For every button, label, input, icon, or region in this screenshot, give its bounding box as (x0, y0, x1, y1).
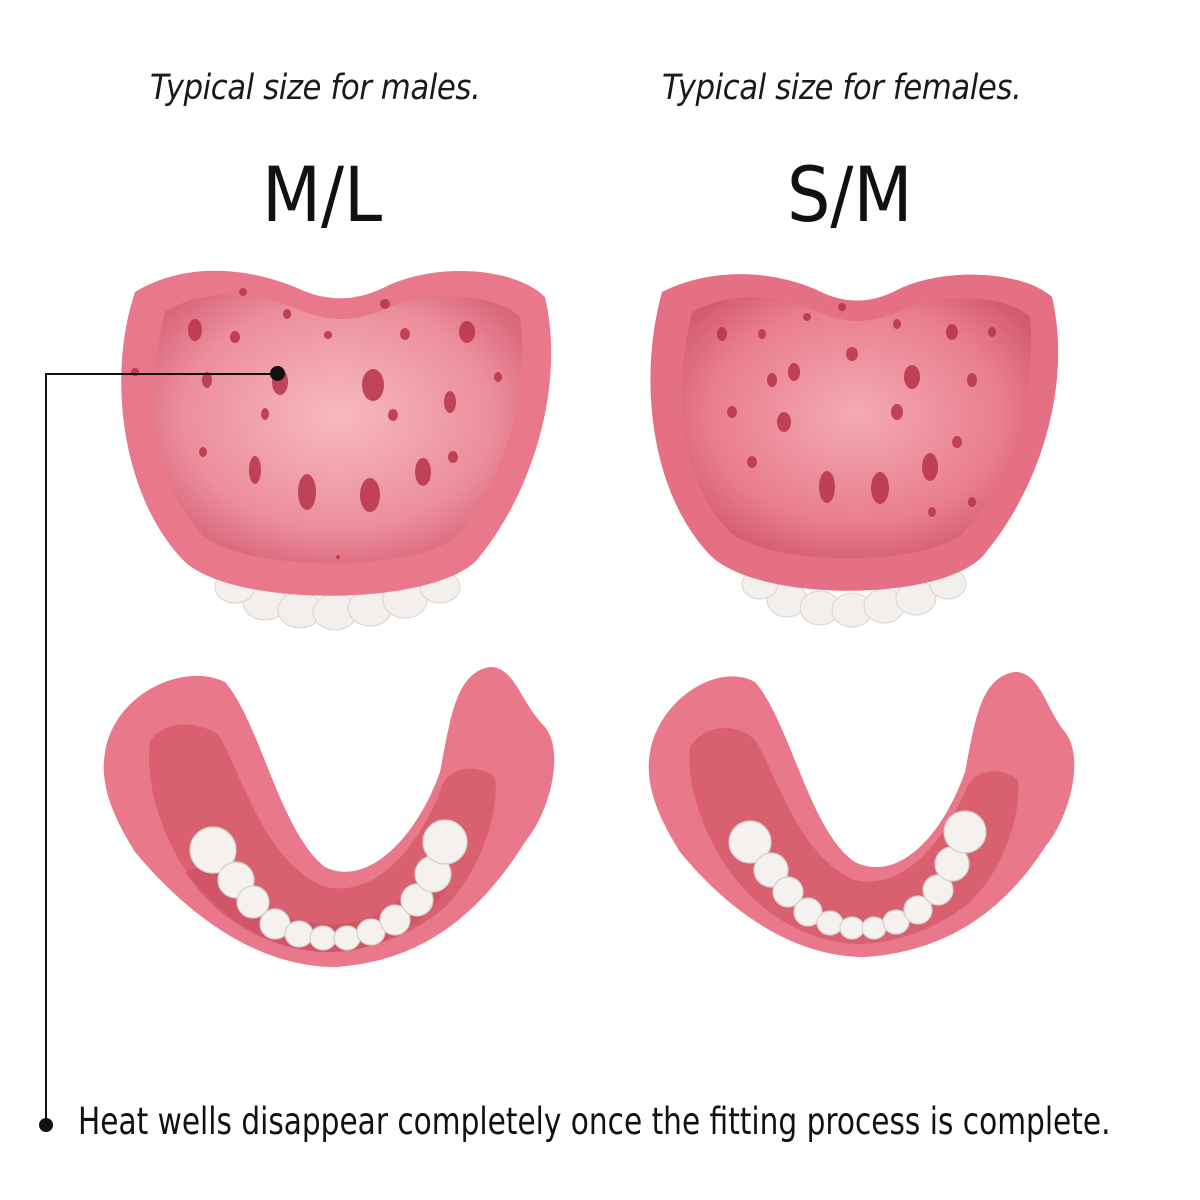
subtitle-females: Typical size for females. (662, 68, 1022, 108)
callout-line-vertical (45, 373, 47, 1125)
callout-heat-well-marker-icon (270, 366, 285, 381)
heat-wells-caption: Heat wells disappear completely once the… (78, 1100, 1111, 1143)
callout-line-horizontal (45, 373, 277, 375)
size-label-ml: M/L (262, 150, 383, 239)
size-label-sm: S/M (787, 150, 913, 239)
lower-denture-tray-sm (648, 672, 1075, 957)
upper-denture-tray-ml (121, 270, 552, 631)
upper-denture-tray-sm (650, 274, 1059, 628)
callout-bullet-icon (39, 1118, 53, 1132)
lower-denture-tray-ml (103, 667, 555, 967)
subtitle-males: Typical size for males. (150, 68, 481, 108)
